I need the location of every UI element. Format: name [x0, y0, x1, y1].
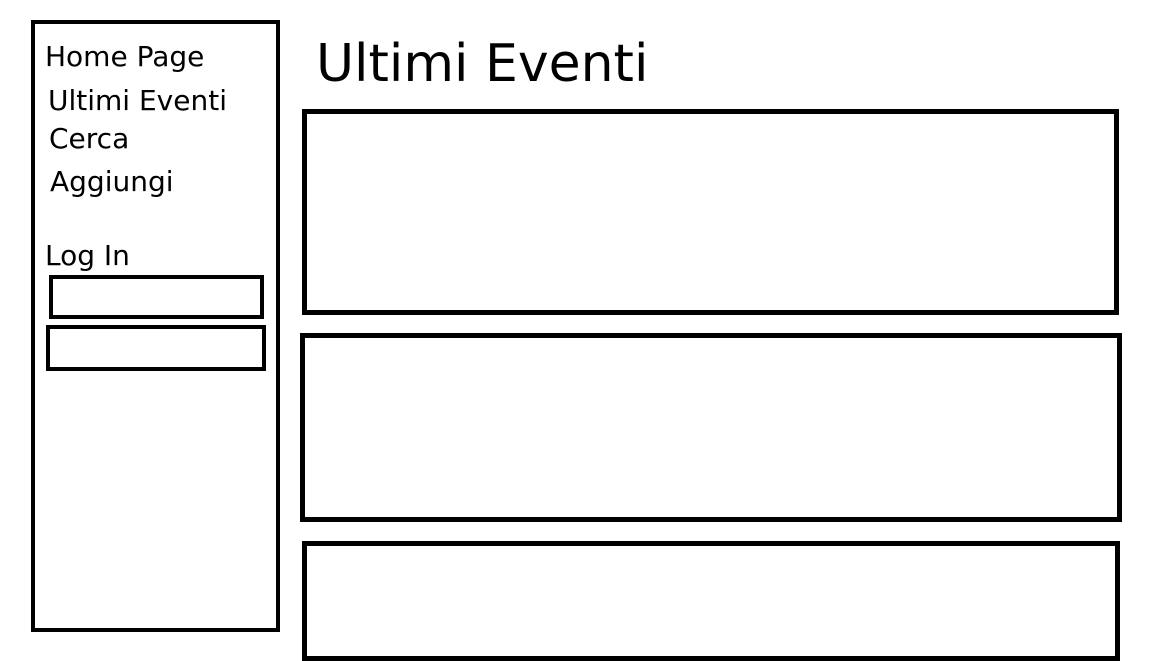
- nav-link-cerca[interactable]: Cerca: [49, 122, 130, 155]
- page-title: Ultimi Eventi: [316, 34, 649, 94]
- nav-link-ultimi-eventi[interactable]: Ultimi Eventi: [48, 84, 227, 117]
- login-password-field[interactable]: [46, 325, 266, 371]
- nav-link-home-page[interactable]: Home Page: [45, 40, 205, 73]
- login-username-field[interactable]: [49, 275, 264, 319]
- sidebar: Home Page Ultimi Eventi Cerca Aggiungi L…: [31, 20, 280, 632]
- event-card[interactable]: [302, 109, 1119, 315]
- login-label: Log In: [45, 239, 130, 272]
- event-card[interactable]: [300, 333, 1122, 522]
- event-card[interactable]: [302, 541, 1120, 661]
- nav-link-aggiungi[interactable]: Aggiungi: [50, 165, 174, 198]
